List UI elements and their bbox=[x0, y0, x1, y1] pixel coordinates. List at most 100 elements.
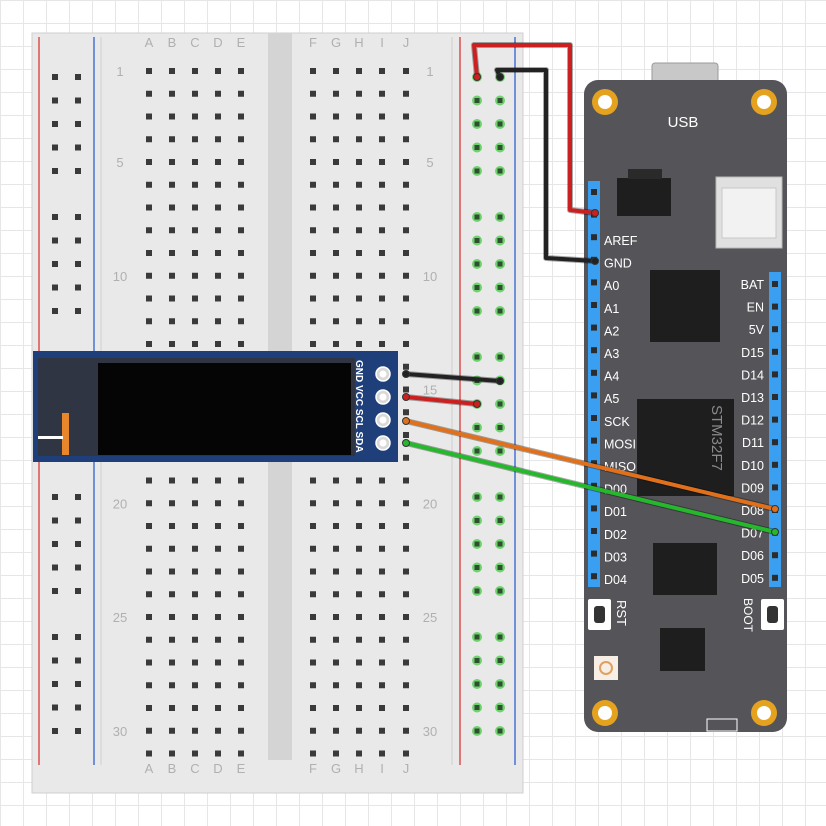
rail-hole[interactable] bbox=[497, 728, 503, 734]
rail-hole[interactable] bbox=[75, 704, 81, 711]
breadboard-hole[interactable] bbox=[146, 341, 152, 347]
breadboard-hole[interactable] bbox=[310, 68, 316, 74]
breadboard-hole[interactable] bbox=[192, 727, 198, 734]
header-pin[interactable] bbox=[772, 439, 778, 446]
breadboard-hole[interactable] bbox=[379, 272, 385, 279]
header-pin[interactable] bbox=[772, 574, 778, 581]
rail-hole[interactable] bbox=[52, 308, 58, 314]
breadboard-hole[interactable] bbox=[310, 705, 316, 711]
breadboard-hole[interactable] bbox=[192, 750, 198, 757]
breadboard-hole[interactable] bbox=[215, 523, 221, 529]
rail-hole[interactable] bbox=[75, 308, 81, 314]
breadboard-hole[interactable] bbox=[215, 614, 221, 620]
breadboard-hole[interactable] bbox=[169, 90, 175, 97]
rail-hole[interactable] bbox=[474, 658, 480, 663]
breadboard-hole[interactable] bbox=[310, 295, 316, 302]
breadboard-hole[interactable] bbox=[169, 113, 175, 120]
breadboard-hole[interactable] bbox=[333, 318, 339, 325]
breadboard-hole[interactable] bbox=[356, 227, 362, 234]
breadboard-hole[interactable] bbox=[333, 477, 339, 484]
rail-hole[interactable] bbox=[52, 728, 58, 734]
rail-hole[interactable] bbox=[75, 97, 81, 104]
breadboard-hole[interactable] bbox=[379, 614, 385, 620]
breadboard-hole[interactable] bbox=[379, 523, 385, 529]
breadboard-hole[interactable] bbox=[169, 614, 175, 620]
rail-hole[interactable] bbox=[497, 518, 503, 523]
breadboard-hole[interactable] bbox=[379, 636, 385, 643]
breadboard-hole[interactable] bbox=[310, 113, 316, 120]
header-pin[interactable] bbox=[591, 324, 597, 331]
breadboard-hole[interactable] bbox=[356, 68, 362, 74]
rail-hole[interactable] bbox=[75, 494, 81, 500]
rail-hole[interactable] bbox=[52, 634, 58, 640]
rail-hole[interactable] bbox=[75, 168, 81, 174]
breadboard-hole[interactable] bbox=[169, 545, 175, 552]
breadboard-hole[interactable] bbox=[356, 272, 362, 279]
breadboard-hole[interactable] bbox=[238, 68, 244, 74]
breadboard-hole[interactable] bbox=[169, 204, 175, 211]
breadboard-hole[interactable] bbox=[333, 90, 339, 97]
breadboard-hole[interactable] bbox=[215, 636, 221, 643]
header-pin[interactable] bbox=[772, 394, 778, 400]
breadboard-hole[interactable] bbox=[310, 614, 316, 620]
rail-hole[interactable] bbox=[497, 121, 503, 127]
breadboard-hole[interactable] bbox=[146, 136, 152, 143]
breadboard-hole[interactable] bbox=[169, 682, 175, 689]
breadboard-hole[interactable] bbox=[333, 272, 339, 279]
breadboard-hole[interactable] bbox=[403, 659, 409, 666]
breadboard-hole[interactable] bbox=[169, 591, 175, 598]
breadboard-hole[interactable] bbox=[146, 659, 152, 666]
rail-hole[interactable] bbox=[52, 121, 58, 127]
breadboard-hole[interactable] bbox=[356, 682, 362, 689]
breadboard-hole[interactable] bbox=[403, 318, 409, 325]
breadboard-hole[interactable] bbox=[403, 272, 409, 279]
breadboard-hole[interactable] bbox=[238, 591, 244, 598]
breadboard-hole[interactable] bbox=[238, 659, 244, 666]
breadboard-hole[interactable] bbox=[403, 545, 409, 552]
breadboard-hole[interactable] bbox=[333, 136, 339, 143]
breadboard-hole[interactable] bbox=[192, 682, 198, 689]
breadboard-hole[interactable] bbox=[356, 341, 362, 347]
breadboard-hole[interactable] bbox=[379, 159, 385, 165]
header-pin[interactable] bbox=[772, 326, 778, 333]
breadboard-hole[interactable] bbox=[379, 341, 385, 347]
breadboard-hole[interactable] bbox=[215, 272, 221, 279]
breadboard-hole[interactable] bbox=[333, 341, 339, 347]
breadboard-hole[interactable] bbox=[356, 136, 362, 143]
breadboard-hole[interactable] bbox=[310, 659, 316, 666]
breadboard-hole[interactable] bbox=[215, 477, 221, 484]
breadboard-hole[interactable] bbox=[192, 341, 198, 347]
breadboard-hole[interactable] bbox=[403, 568, 409, 575]
breadboard-hole[interactable] bbox=[356, 318, 362, 325]
rail-hole[interactable] bbox=[52, 74, 58, 80]
breadboard-hole[interactable] bbox=[238, 113, 244, 120]
rail-hole[interactable] bbox=[474, 145, 480, 150]
breadboard-hole[interactable] bbox=[215, 591, 221, 598]
breadboard-hole[interactable] bbox=[146, 750, 152, 757]
breadboard-hole[interactable] bbox=[238, 318, 244, 325]
rail-hole[interactable] bbox=[497, 261, 503, 267]
black-ground-wire[interactable] bbox=[495, 68, 597, 263]
breadboard-hole[interactable] bbox=[215, 159, 221, 165]
breadboard-hole[interactable] bbox=[238, 545, 244, 552]
rail-hole[interactable] bbox=[75, 681, 81, 687]
breadboard-hole[interactable] bbox=[310, 477, 316, 484]
header-pin[interactable] bbox=[591, 505, 597, 512]
header-pin[interactable] bbox=[591, 279, 597, 286]
breadboard-hole[interactable] bbox=[379, 227, 385, 234]
rail-hole[interactable] bbox=[75, 588, 81, 594]
breadboard-hole[interactable] bbox=[192, 295, 198, 302]
rail-hole[interactable] bbox=[52, 237, 58, 244]
rail-hole[interactable] bbox=[52, 261, 58, 267]
breadboard-hole[interactable] bbox=[146, 68, 152, 74]
breadboard-hole[interactable] bbox=[356, 181, 362, 188]
header-pin[interactable] bbox=[772, 371, 778, 378]
red-power-wire[interactable] bbox=[472, 43, 597, 215]
breadboard-hole[interactable] bbox=[238, 727, 244, 734]
scl-wire[interactable] bbox=[404, 419, 777, 511]
breadboard-hole[interactable] bbox=[403, 68, 409, 74]
breadboard-hole[interactable] bbox=[379, 682, 385, 689]
breadboard-hole[interactable] bbox=[169, 181, 175, 188]
header-pin[interactable] bbox=[591, 528, 597, 534]
breadboard-hole[interactable] bbox=[333, 227, 339, 234]
